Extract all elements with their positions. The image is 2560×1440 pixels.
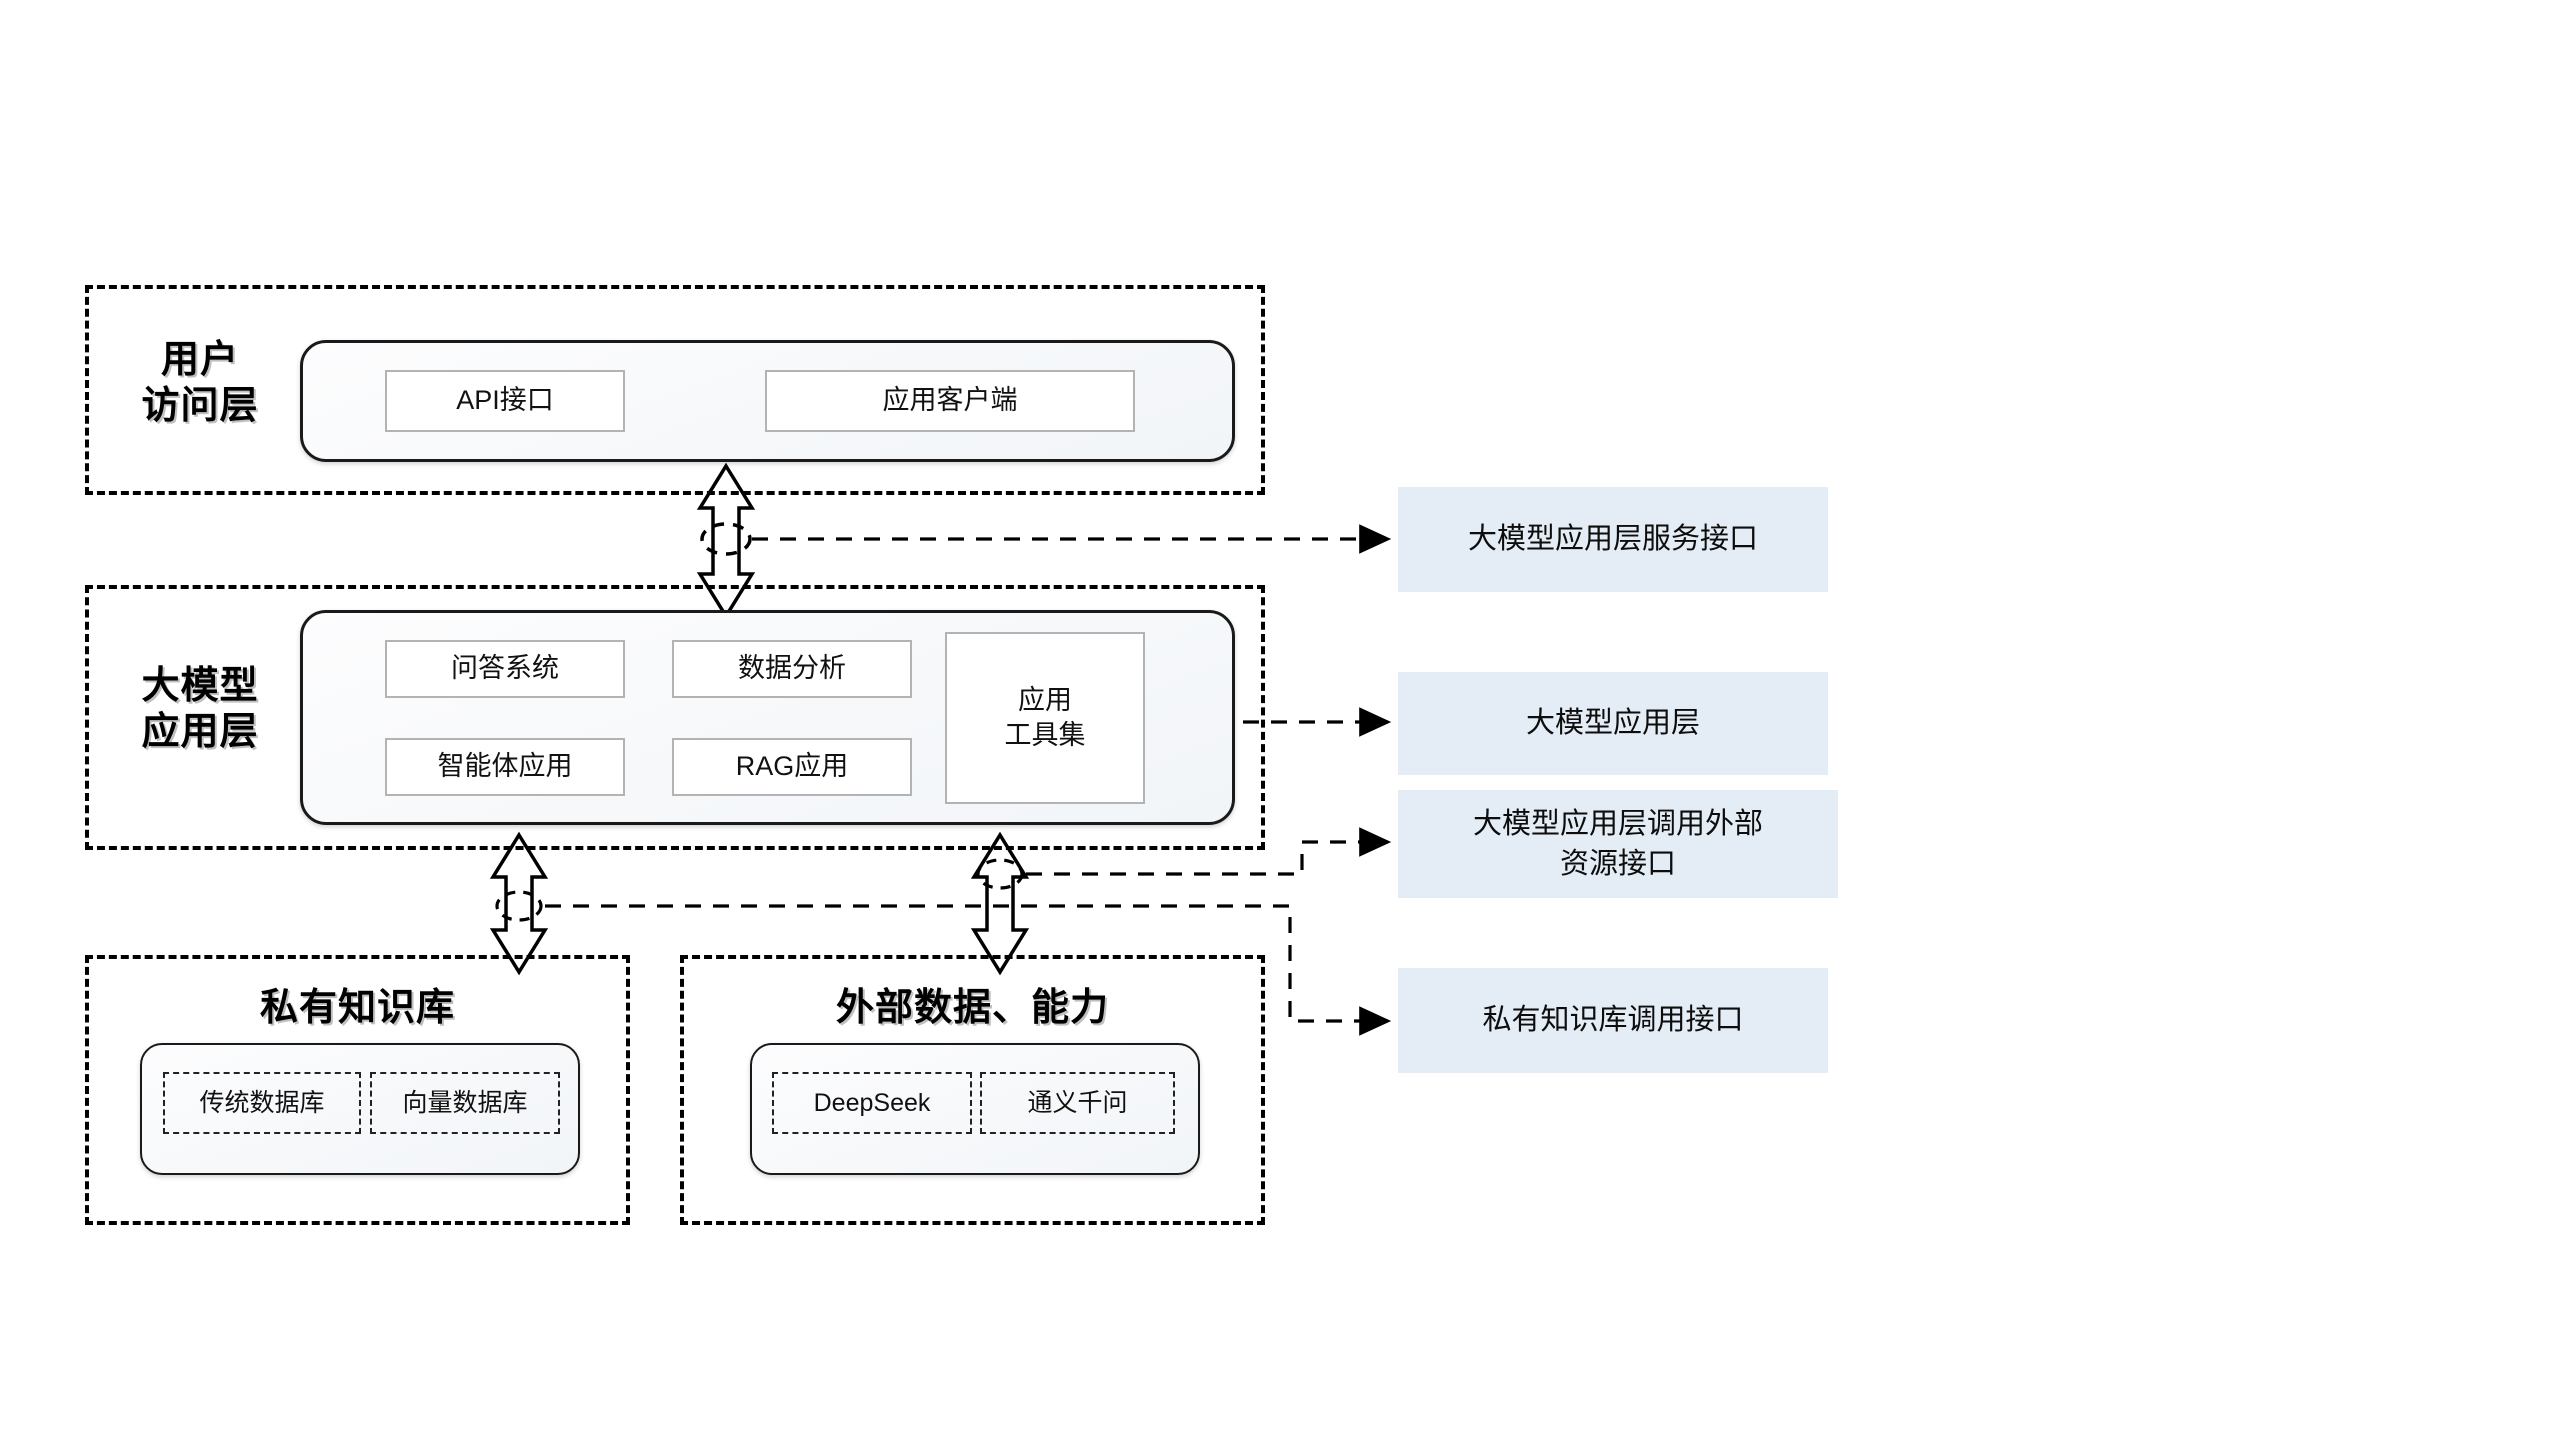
layer-external-data-title: 外部数据、能力 — [835, 987, 1109, 1029]
cell-tongyi-qianwen[interactable]: 通义千问 — [980, 1072, 1175, 1134]
cell-app-client[interactable]: 应用客户端 — [765, 370, 1135, 432]
layer-user-access — [85, 285, 1265, 495]
junction-marker-llm-kb — [495, 890, 543, 922]
cell-qa-system[interactable]: 问答系统 — [385, 640, 625, 698]
callout-llm-app-layer[interactable]: 大模型应用层 — [1398, 672, 1828, 775]
cell-application-toolset[interactable]: 应用 工具集 — [945, 632, 1145, 804]
cell-agent-application[interactable]: 智能体应用 — [385, 738, 625, 796]
callout-external-resource-interface[interactable]: 大模型应用层调用外部 资源接口 — [1398, 790, 1838, 898]
cell-deepseek[interactable]: DeepSeek — [772, 1072, 972, 1134]
layer-user-access-title: 用户 访问层 — [141, 339, 259, 428]
cell-traditional-database[interactable]: 传统数据库 — [163, 1072, 361, 1134]
connector-llm-to-private-kb — [489, 831, 549, 976]
callout-service-interface[interactable]: 大模型应用层服务接口 — [1398, 487, 1828, 592]
layer-private-kb — [85, 955, 630, 1225]
callout-private-kb-interface[interactable]: 私有知识库调用接口 — [1398, 968, 1828, 1073]
connector-llm-to-external — [970, 831, 1030, 976]
layer-private-kb-title: 私有知识库 — [259, 987, 455, 1029]
external-data-panel — [750, 1043, 1200, 1175]
layer-external-data — [680, 955, 1265, 1225]
cell-rag-application[interactable]: RAG应用 — [672, 738, 912, 796]
layer-llm-application — [85, 585, 1265, 850]
junction-marker-llm-external — [976, 858, 1024, 890]
layer-llm-application-title: 大模型 应用层 — [141, 665, 259, 754]
cell-api-interface[interactable]: API接口 — [385, 370, 625, 432]
junction-marker-user-llm — [700, 522, 752, 556]
cell-vector-database[interactable]: 向量数据库 — [370, 1072, 560, 1134]
cell-data-analysis[interactable]: 数据分析 — [672, 640, 912, 698]
